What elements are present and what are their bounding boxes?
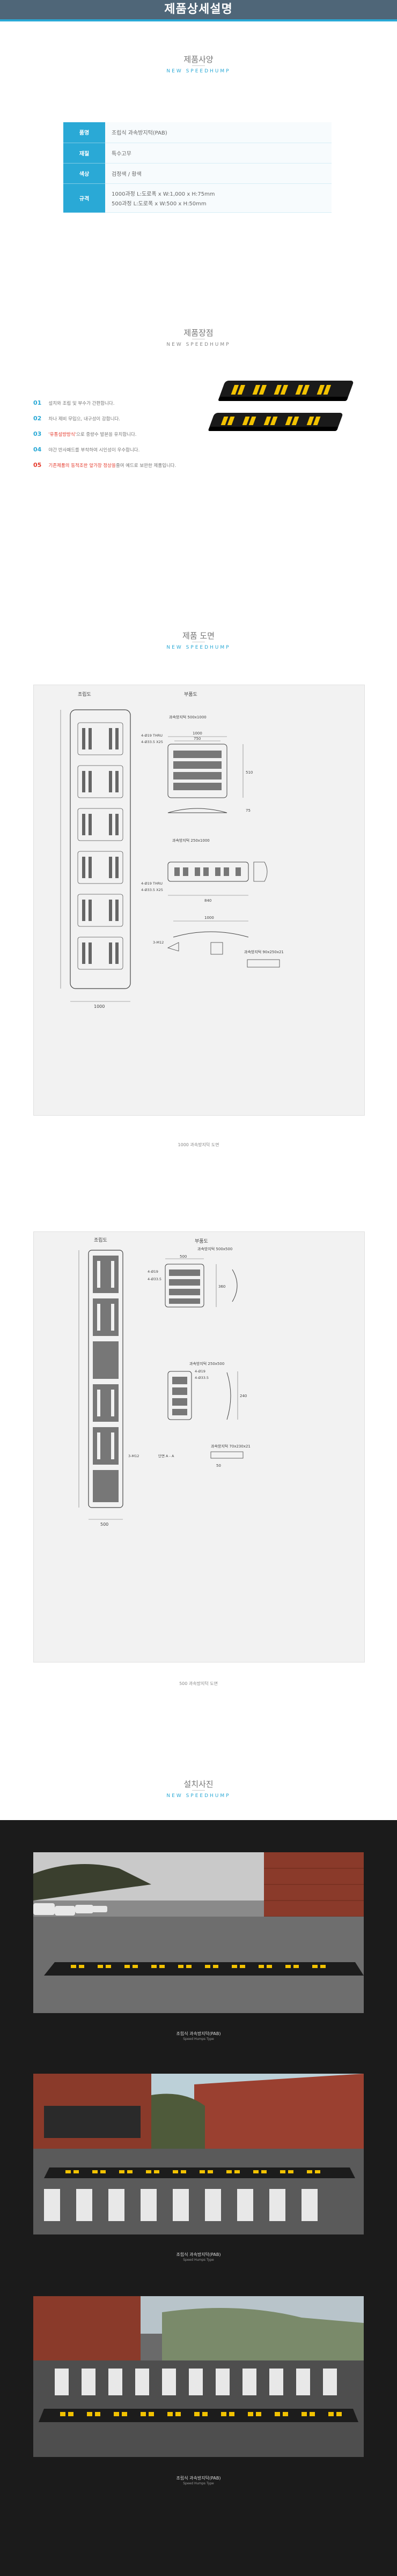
feature-highlight: '유통설방방식'	[48, 432, 77, 437]
drawing-panel-1000: 조립도 1000 부품도 과속방지턱 500x1000	[33, 685, 365, 1116]
spec-key: 품명	[63, 122, 105, 143]
dim-50: 50	[216, 1464, 221, 1468]
assembly-label-2: 조립도	[94, 1237, 107, 1243]
spec-table: 품명 조립식 과속방지턱(PAB) 재질 특수고무 색상 검정색 / 황색 규격…	[63, 122, 332, 213]
assembly-label: 조립도	[78, 692, 91, 697]
spec-key: 규격	[63, 183, 105, 213]
feature-highlight: 기존제품의 동적조한 앞가장 정상을	[48, 463, 116, 469]
dim-width: 1000	[94, 1004, 105, 1009]
spec-size-1000: 1000과정 L:도로폭 x W:1,000 x H:75mm	[112, 191, 215, 197]
section-label: 단면 A - A	[158, 1453, 174, 1458]
header-accent-line	[0, 19, 397, 21]
spec-value: 검정색 / 황색	[105, 163, 332, 184]
feature-text: 설치와 조립 및 부수가 간편합니다.	[48, 401, 115, 406]
dim-750: 750	[194, 737, 201, 741]
feature-number: 04	[33, 446, 42, 453]
spec-row: 규격 1000과정 L:도로폭 x W:1,000 x H:75mm 500과정…	[63, 183, 332, 213]
parts-label-2: 부품도	[195, 1238, 208, 1244]
dim-hole-500-1: 4-Ø19	[148, 1270, 158, 1274]
spec-value: 조립식 과속방지턱(PAB)	[105, 122, 332, 143]
dim-240: 240	[240, 1394, 247, 1398]
dim-hole-500-4: 4-Ø33.5	[195, 1376, 209, 1380]
spec-section-title: 제품사양	[183, 55, 214, 64]
dim-hole-500-3: 4-Ø19	[195, 1369, 205, 1374]
install-photo-3	[33, 2296, 364, 2457]
dim-840: 840	[204, 899, 211, 903]
install-photo-1	[33, 1852, 364, 2013]
photo-1-subcaption: Speed Humps Type	[183, 2037, 214, 2041]
dim-75: 75	[246, 808, 251, 813]
feature-text: 차나 제비 무입으, 내구성이 강합니다.	[48, 417, 120, 422]
feature-text: 으로 중량수 발본을 유치합니다.	[76, 432, 137, 437]
photo-2-subcaption: Speed Humps Type	[183, 2258, 214, 2262]
spec-row: 재질 특수고무	[63, 143, 332, 164]
spec-key: 재질	[63, 143, 105, 164]
dim-width-500: 500	[100, 1522, 108, 1527]
page-title: 제품상세설명	[164, 3, 233, 16]
feature-item: 01 설치와 조립 및 부수가 간편합니다.	[33, 397, 216, 412]
drawing-1000-svg: 조립도 1000 부품도 과속방지턱 500x1000	[60, 692, 284, 1009]
features-section-title: 제품장점	[183, 328, 214, 338]
photo-1-caption: 조립식 과속방지턱(PAB)	[176, 2031, 221, 2036]
dim-500: 500	[180, 1254, 187, 1259]
photo-2-caption: 조립식 과속방지턱(PAB)	[176, 2252, 221, 2257]
spec-value: 1000과정 L:도로폭 x W:1,000 x H:75mm 500과정 L:…	[105, 183, 332, 213]
feature-number: 02	[33, 415, 42, 422]
feature-number: 05	[33, 462, 42, 469]
dim-m12: 3-M12	[153, 940, 164, 945]
spec-divider	[192, 65, 205, 66]
features-section-subtitle: NEW SPEEDHUMP	[166, 342, 231, 347]
dim-hole-3: 4-Ø19 THRU	[141, 881, 163, 886]
spec-value: 특수고무	[105, 143, 332, 164]
dim-hole-1: 4-Ø19 THRU	[141, 733, 163, 738]
feature-number: 01	[33, 399, 42, 406]
feature-item: 04 야간 반사패드를 부착하여 시인성이 우수합니다.	[33, 443, 216, 459]
product-image	[208, 381, 354, 431]
dim-510: 510	[246, 770, 253, 775]
dim-hole-4: 4-Ø33.5 X25	[141, 888, 163, 892]
drawing-1000-caption: 1000 과속방지턱 도면	[178, 1142, 219, 1147]
install-section-title: 설치사진	[183, 1779, 214, 1789]
feature-item: 02 차나 제비 무입으, 내구성이 강합니다.	[33, 412, 216, 428]
install-divider	[192, 1790, 205, 1791]
drawing-500-svg: 조립도 500 3-M12 단면 A - A 부품도 과속방지턱 500x500	[78, 1237, 251, 1527]
install-photo-2	[33, 2074, 364, 2234]
dim-360: 360	[218, 1285, 225, 1289]
feature-number: 03	[33, 430, 42, 437]
drawing-section-title: 제품 도면	[182, 631, 215, 641]
part-2-label-2: 과속방지턱 250x500	[189, 1361, 224, 1366]
photo-3-subcaption: Speed Humps Type	[183, 2482, 214, 2485]
part-1-label-2: 과속방지턱 500x500	[197, 1246, 232, 1251]
parts-label: 부품도	[184, 692, 197, 697]
drawing-section-subtitle: NEW SPEEDHUMP	[166, 645, 231, 650]
part-1-label: 과속방지턱 500x1000	[169, 715, 207, 719]
dim-1000: 1000	[193, 731, 202, 736]
dim-1000b: 1000	[204, 916, 214, 920]
features-list: 01 설치와 조립 및 부수가 간편합니다. 02 차나 제비 무입으, 내구성…	[33, 397, 216, 474]
feature-text: 야간 반사패드를 부착하여 시인성이 우수합니다.	[48, 448, 140, 453]
part-3-label-2: 과속방지턱 70x230x21	[211, 1444, 251, 1449]
dim-hole-2: 4-Ø33.5 X25	[141, 740, 163, 744]
header-band: 제품상세설명	[0, 0, 397, 19]
feature-text: 줄여 예드로 보완한 제품입니다.	[115, 463, 177, 469]
feature-item: 03 '유통설방방식'으로 중량수 발본을 유치합니다.	[33, 428, 216, 443]
spec-row: 색상 검정색 / 황색	[63, 163, 332, 184]
spec-size-500: 500과정 L:도로폭 x W:500 x H:50mm	[112, 201, 207, 207]
photo-3-caption: 조립식 과속방지턱(PAB)	[176, 2476, 221, 2481]
spec-section-subtitle: NEW SPEEDHUMP	[166, 69, 231, 74]
spec-row: 품명 조립식 과속방지턱(PAB)	[63, 122, 332, 143]
part-3-label: 과속방지턱 90x250x21	[244, 949, 284, 954]
feature-item: 05 기존제품의 동적조한 앞가장 정상을줄여 예드로 보완한 제품입니다.	[33, 459, 216, 474]
dim-hole-500-2: 4-Ø33.5	[148, 1277, 161, 1281]
install-section-subtitle: NEW SPEEDHUMP	[166, 1793, 231, 1799]
spec-key: 색상	[63, 163, 105, 184]
part-2-label: 과속방지턱 250x1000	[172, 838, 210, 843]
drawing-500-caption: 500 과속방지턱 도면	[179, 1681, 218, 1686]
drawing-panel-500: 조립도 500 3-M12 단면 A - A 부품도 과속방지턱 500x500	[33, 1231, 365, 1662]
dim-m12-500: 3-M12	[128, 1454, 139, 1458]
